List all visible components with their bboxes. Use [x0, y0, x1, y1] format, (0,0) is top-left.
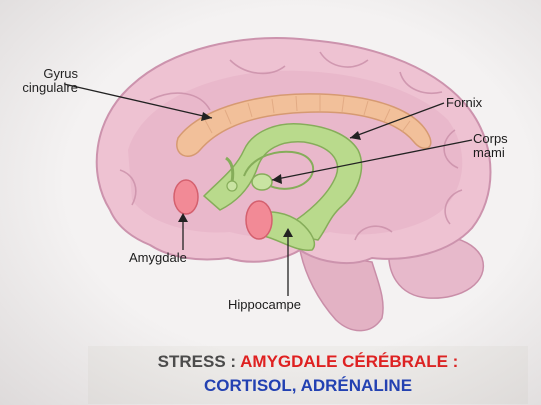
caption-line2: CORTISOL, ADRÉNALINE — [88, 374, 528, 398]
amygdala-hippocampal — [246, 201, 272, 239]
label-amygdale: Amygdale — [129, 251, 187, 265]
label-gyrus-line1: Gyrus — [18, 67, 78, 81]
label-corps-line1: Corps — [473, 132, 508, 146]
label-hippocampe: Hippocampe — [228, 298, 301, 312]
label-gyrus-line2: cingulaire — [18, 81, 78, 95]
label-corps-mamillaires: Corps mami — [473, 132, 508, 160]
mammillary-bodies — [252, 174, 272, 190]
amygdala-front — [174, 180, 198, 214]
caption-box: STRESS : AMYGDALE CÉRÉBRALE : CORTISOL, … — [88, 346, 528, 404]
caption-highlight: AMYGDALE CÉRÉBRALE : — [240, 352, 458, 371]
label-gyrus-cingulaire: Gyrus cingulaire — [18, 67, 78, 95]
label-fornix: Fornix — [446, 96, 482, 110]
caption-prefix: STRESS : — [158, 352, 241, 371]
caption-line1: STRESS : AMYGDALE CÉRÉBRALE : — [88, 346, 528, 374]
label-corps-line2: mami — [473, 146, 508, 160]
fornix-knob — [227, 181, 237, 191]
